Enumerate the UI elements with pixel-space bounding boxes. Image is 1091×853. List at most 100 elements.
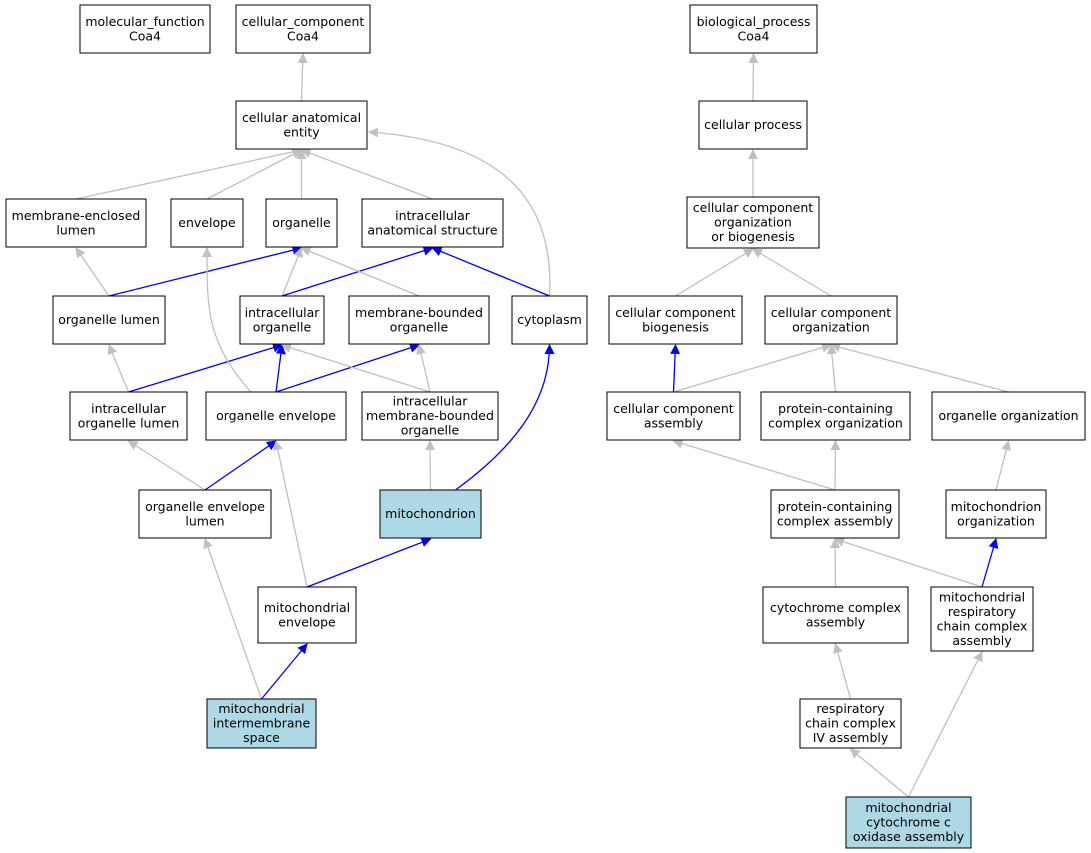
edge-intracellular-anatomical-structure-to-cellular-anatomical-entity	[300, 148, 433, 200]
edge-mito-resp-chain-complex-assembly-to-pc-complex-assembly	[834, 537, 983, 588]
go-term-node-organelle[interactable]: organelle	[265, 198, 338, 248]
edge-line	[306, 537, 432, 588]
node-label-line: oxidase assembly	[853, 829, 965, 844]
node-label-line: chain complex	[937, 618, 1028, 633]
edge-organelle-organization-to-cc-organization	[830, 342, 1009, 393]
go-term-node-mitochondrion[interactable]: mitochondrion	[379, 489, 482, 539]
node-label-line: organelle organization	[938, 408, 1078, 423]
node-label-line: space	[243, 730, 280, 745]
node-label-line: entity	[283, 124, 320, 139]
node-box	[235, 4, 371, 54]
edge-line	[75, 147, 303, 200]
node-label-line: organization	[714, 215, 792, 230]
node-label-line: organelle	[401, 423, 460, 438]
node-label-line: mitochondrial	[939, 589, 1025, 604]
node-label-line: cellular anatomical	[242, 110, 361, 125]
edge-line	[995, 440, 1012, 491]
edge-line	[907, 651, 983, 798]
go-term-node-envelope[interactable]: envelope	[170, 198, 244, 248]
edge-cellular-process-to-biological-process	[748, 53, 759, 102]
edge-organelle-lumen-to-organelle	[108, 245, 303, 297]
node-label-line: membrane-bounded	[355, 305, 483, 320]
edge-envelope-to-cellular-anatomical-entity	[206, 149, 303, 200]
edge-pc-complex-assembly-to-pc-complex-organization	[830, 440, 841, 491]
edge-line	[127, 440, 206, 491]
edge-line	[834, 537, 983, 588]
go-term-node-organelle-envelope[interactable]: organelle envelope	[205, 391, 347, 441]
node-box	[799, 698, 902, 749]
node-box	[945, 489, 1047, 539]
edge-line	[300, 246, 420, 297]
node-label-line: organization	[957, 513, 1035, 528]
edge-line	[981, 538, 999, 588]
node-box	[348, 295, 490, 345]
edge-line	[275, 344, 286, 393]
edge-intracellular-membrane-bounded-organelle-to-intracellular-organelle	[281, 342, 431, 393]
node-label-line: lumen	[185, 513, 224, 528]
node-label-line: protein-containing	[778, 401, 893, 416]
go-term-node-cytoplasm[interactable]: cytoplasm	[511, 295, 588, 345]
go-term-node-organelle-lumen[interactable]: organelle lumen	[52, 295, 166, 345]
node-label-line: molecular_function	[85, 14, 204, 29]
node-label-line: mitochondrial	[218, 701, 304, 716]
node-box	[361, 198, 504, 248]
node-label-line: mitochondrial	[865, 800, 951, 815]
edge-line	[201, 247, 252, 393]
edge-line	[830, 440, 841, 491]
edge-line	[826, 344, 837, 393]
node-box	[257, 586, 357, 644]
go-term-node-organelle-organization[interactable]: organelle organization	[931, 391, 1086, 441]
edge-line	[281, 247, 303, 297]
edge-line	[300, 148, 433, 200]
edge-line	[75, 247, 110, 297]
node-label-line: biological_process	[697, 14, 811, 29]
node-box	[379, 489, 482, 539]
go-term-node-cellular-process[interactable]: cellular process	[698, 100, 808, 150]
node-label-line: cellular component	[613, 401, 733, 416]
node-box	[698, 100, 808, 150]
edge-organelle-envelope-lumen-to-organelle-envelope	[204, 440, 277, 491]
edge-line	[128, 342, 283, 393]
node-label-line: respiratory	[948, 604, 1017, 619]
node-label-line: organelle lumen	[58, 312, 160, 327]
node-label-line: intracellular	[395, 208, 471, 223]
edge-line	[431, 246, 550, 297]
edge-line	[260, 643, 308, 700]
edge-line	[752, 248, 832, 297]
edge-mitochondrial-intermembrane-space-to-mitochondrial-envelope	[260, 643, 308, 700]
node-label-line: mitochondrion	[951, 499, 1042, 514]
edge-pc-complex-assembly-to-cc-assembly	[672, 438, 836, 491]
edge-line	[675, 248, 754, 297]
node-box	[206, 698, 317, 749]
edge-pc-complex-organization-to-cc-organization	[826, 344, 837, 393]
node-box	[762, 586, 909, 644]
edge-mitochondrial-intermembrane-space-to-organelle-envelope-lumen	[203, 538, 263, 700]
node-box	[265, 198, 338, 248]
edge-mitochondrion-to-cytoplasm	[455, 344, 555, 491]
